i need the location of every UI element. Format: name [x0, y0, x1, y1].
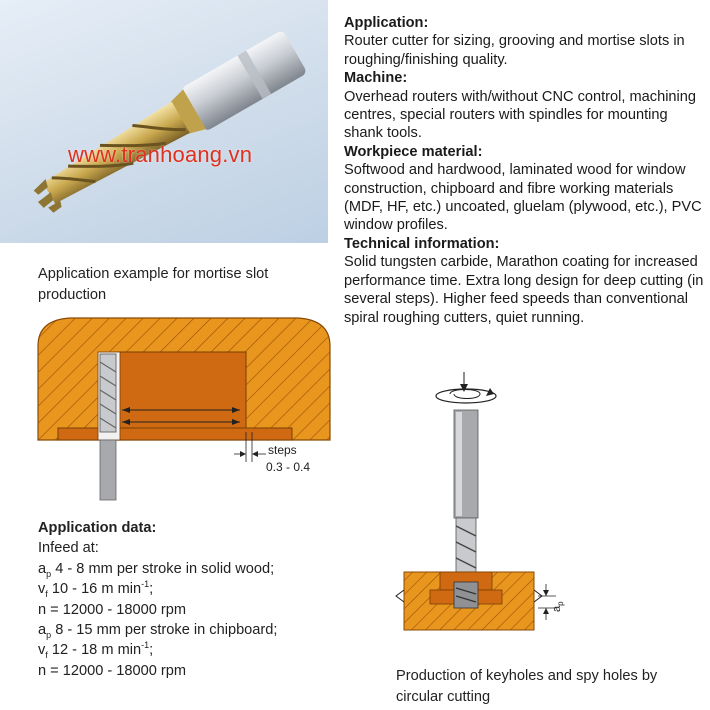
application-data: Application data: Infeed at: ap 4 - 8 mm… — [38, 518, 358, 681]
mortise-caption: Application example for mortise slot pro… — [38, 266, 269, 303]
ap-label: ap — [551, 601, 565, 612]
mortise-diagram: steps 0.3 - 0.4 — [37, 317, 331, 501]
keyhole-diagram: ap — [395, 372, 565, 631]
shank-below-shape — [99, 439, 117, 501]
shank-shape — [182, 31, 306, 130]
keyhole-caption: Production of keyholes and spy holes by … — [396, 668, 658, 705]
product-photo: www.tranhoang.vn — [0, 0, 328, 243]
slot-shape — [113, 351, 247, 441]
infeed-solid-wood: ap 4 - 8 mm per stroke in solid wood; — [38, 560, 275, 579]
text-machine: Overhead routers with/without CNC contro… — [344, 88, 697, 142]
router-bit-shape — [99, 353, 117, 433]
text-technical: Solid tungsten carbide, Marathon coating… — [344, 254, 704, 326]
heading-application: Application: — [344, 15, 429, 31]
heading-machine: Machine: — [344, 70, 408, 87]
heading-workpiece: Workpiece material: — [344, 143, 483, 160]
text-workpiece: Softwood and hardwood, laminated wood fo… — [344, 162, 702, 234]
steps-label: steps — [268, 443, 297, 457]
router-cutter-image — [33, 31, 306, 213]
watermark-text: www.tranhoang.vn — [68, 142, 253, 167]
rpm-solid-wood: n = 12000 - 18000 rpm — [38, 601, 187, 618]
text-application: Router cutter for sizing, grooving and m… — [344, 33, 685, 68]
feed-speed-chipboard: vf 12 - 18 m min-1; — [38, 640, 154, 661]
rpm-chipboard: n = 12000 - 18000 rpm — [38, 662, 187, 679]
description-column: Application: Router cutter for sizing, g… — [344, 14, 706, 327]
rotation-arrow-icon — [435, 388, 497, 404]
cutter-head-shape — [453, 581, 479, 609]
feed-speed-solid-wood: vf 10 - 16 m min-1; — [38, 579, 154, 600]
infeed-label: Infeed at: — [38, 540, 99, 557]
steps-value: 0.3 - 0.4 — [266, 460, 310, 474]
heading-technical: Technical information: — [344, 235, 500, 252]
infeed-chipboard: ap 8 - 15 mm per stroke in chipboard; — [38, 622, 278, 640]
application-data-title: Application data: — [38, 520, 157, 536]
